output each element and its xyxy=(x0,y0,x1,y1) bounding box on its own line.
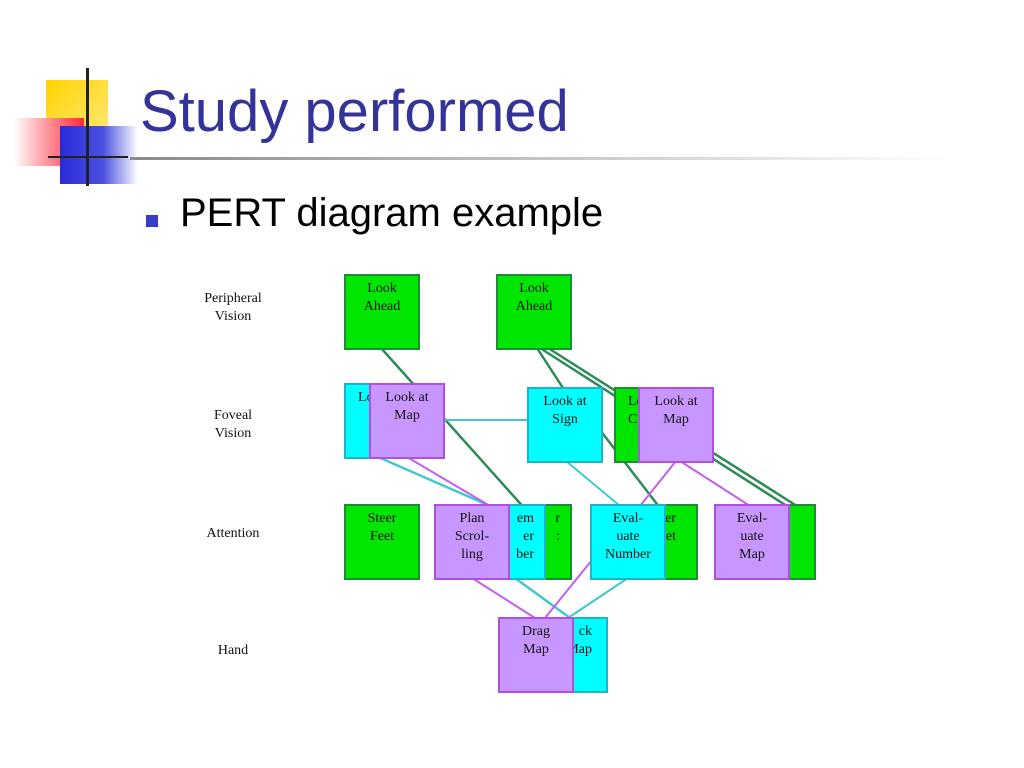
link-map2-evalmap xyxy=(679,460,751,507)
slide-title: Study performed xyxy=(140,79,569,144)
box-drag-map: Drag Map xyxy=(498,617,574,693)
row-label-peripheral-vision: Peripheral Vision xyxy=(204,291,262,324)
decor-blue-square xyxy=(60,126,138,184)
link-look1-remember xyxy=(377,455,491,508)
link-plan-drag xyxy=(471,577,536,619)
link-sign-evaluate xyxy=(565,460,621,507)
box-look-ahead-1: Look Ahead xyxy=(344,274,420,350)
box-evaluate-map: Eval- uate Map xyxy=(714,504,790,580)
decor-vertical-line xyxy=(86,68,89,186)
box-evaluate-number: Eval- uate Number xyxy=(590,504,666,580)
box-steer-feet-1: Steer Feet xyxy=(344,504,420,580)
bullet-text: PERT diagram example xyxy=(180,191,604,235)
box-look-ahead-2: Look Ahead xyxy=(496,274,572,350)
link-remember-click xyxy=(514,576,571,620)
box-look-at-map-1: Look at Map xyxy=(369,383,445,459)
row-label-hand: Hand xyxy=(217,643,249,658)
link-lookahead2-sign xyxy=(535,347,565,389)
title-underline xyxy=(130,157,950,160)
box-look-at-map-2: Look at Map xyxy=(638,387,714,463)
box-look-at-sign: Look at Sign xyxy=(527,387,603,463)
link-map2-evaluate xyxy=(639,460,677,507)
box-plan-scrolling: Plan Scrol- ling xyxy=(434,504,510,580)
bullet-marker xyxy=(146,215,158,227)
link-map1-plan xyxy=(406,456,491,507)
link-evaluate-click xyxy=(567,577,629,619)
row-label-foveal-vision: Foveal Vision xyxy=(213,408,253,441)
row-label-attention: Attention xyxy=(206,526,260,541)
link-evaluate-drag xyxy=(544,559,593,619)
link-lookahead1-remember xyxy=(380,347,536,521)
decor-horizontal-line xyxy=(48,156,128,158)
